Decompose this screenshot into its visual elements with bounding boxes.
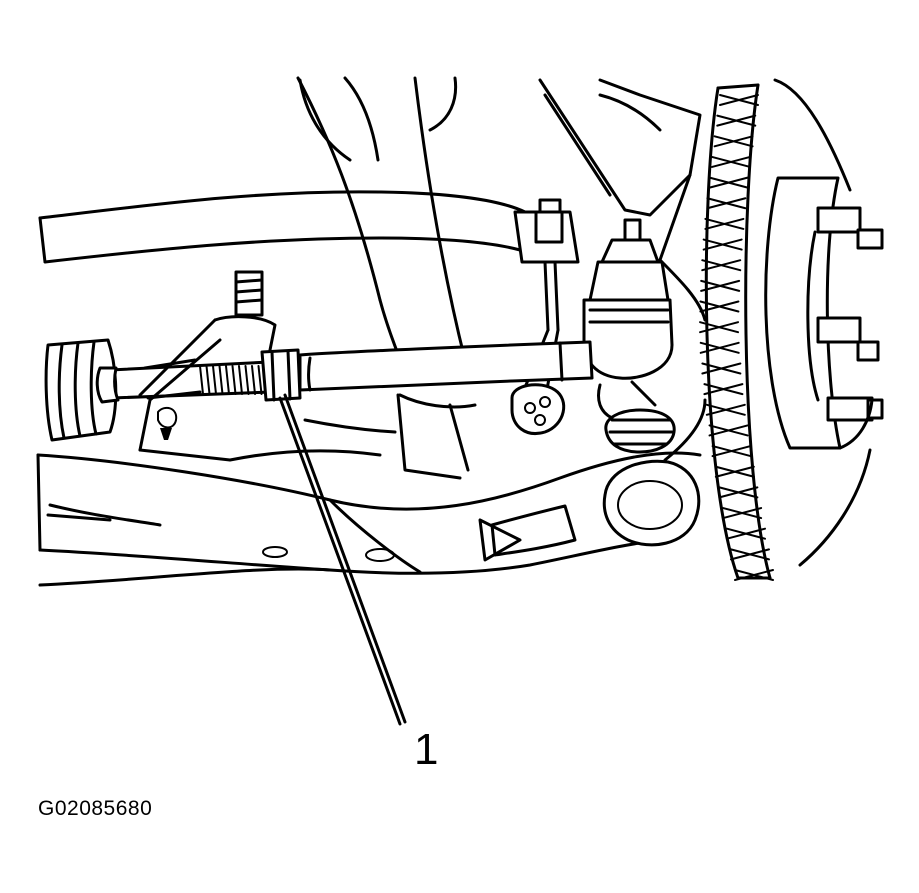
steering-gear-boot xyxy=(44,338,120,442)
strut-body xyxy=(296,76,467,362)
stabilizer-link xyxy=(510,198,580,435)
figure-code: G02085680 xyxy=(38,797,153,820)
lower-ball-joint xyxy=(597,380,676,454)
control-arm-bushing xyxy=(602,398,707,547)
stabilizer-bar xyxy=(38,190,527,264)
outer-tie-rod-end xyxy=(582,218,674,380)
callout-leader xyxy=(278,393,407,726)
tie-rod-sleeve xyxy=(298,340,594,392)
gear-mount-bracket xyxy=(138,270,277,462)
jam-nut xyxy=(260,348,302,402)
lower-control-arm xyxy=(36,451,702,587)
callout-label: 1 xyxy=(414,725,439,774)
knuckle-bracket xyxy=(538,78,707,322)
brake-rotor xyxy=(699,78,872,581)
wheel-hub xyxy=(764,176,884,450)
subframe xyxy=(228,393,477,480)
